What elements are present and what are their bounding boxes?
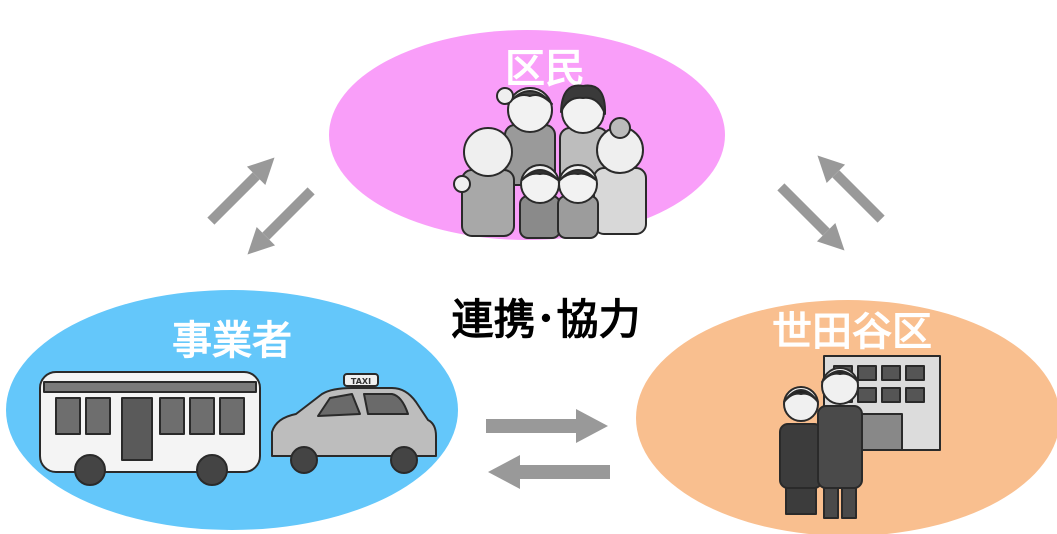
arrow-citizens-to-businesses [247,187,315,255]
ward-node: 世田谷区 [636,300,1057,534]
arrow-businesses-to-ward [486,409,608,443]
staff-members-icon [779,367,863,519]
taxi-sign-text: TAXI [351,377,371,386]
businesses-node: 事業者 TAXI [6,290,458,530]
ward-label: 世田谷区 [772,309,932,355]
citizens-node: 区民 [329,30,725,240]
citizens-label: 区民 [505,46,585,92]
center-label: 連携･協力 [451,295,640,344]
taxi-icon: TAXI [271,373,437,474]
family-illustration [453,84,647,239]
bus-icon [39,371,261,486]
arrow-businesses-to-citizens [207,157,275,225]
businesses-label: 事業者 [172,318,292,364]
arrow-citizens-to-ward [777,183,845,251]
arrow-ward-to-businesses [488,455,610,489]
arrow-ward-to-citizens [817,155,885,223]
